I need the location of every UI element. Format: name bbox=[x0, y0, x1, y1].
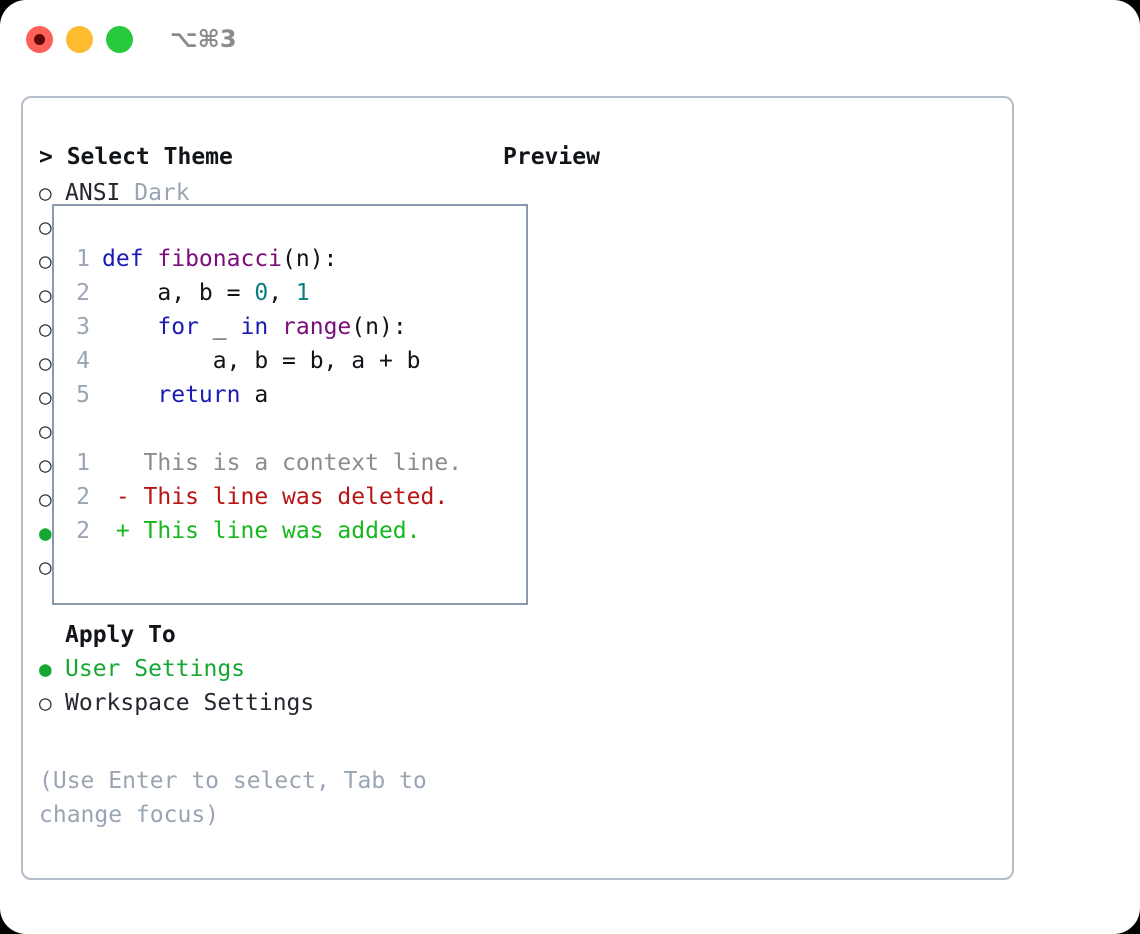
line-number: 3 bbox=[76, 314, 90, 340]
code-token: _ bbox=[198, 314, 241, 340]
theme-category-label: Dark bbox=[120, 180, 190, 206]
line-number: 1 bbox=[76, 450, 90, 476]
apply-to-item[interactable]: ○ Workspace Settings bbox=[39, 686, 499, 720]
code-token: (n): bbox=[282, 246, 338, 272]
apply-to-label: User Settings bbox=[65, 656, 246, 682]
radio-unselected-icon: ○ bbox=[39, 181, 52, 205]
radio-unselected-icon: ○ bbox=[39, 249, 52, 273]
radio-unselected-icon: ○ bbox=[39, 419, 52, 443]
code-token: - This line was deleted. bbox=[102, 484, 449, 510]
radio-unselected-icon: ○ bbox=[39, 453, 52, 477]
code-token: a, b = b, a + b bbox=[102, 348, 421, 374]
close-window-button[interactable] bbox=[26, 26, 53, 53]
code-token: return bbox=[157, 382, 241, 408]
theme-name-label: ANSI bbox=[65, 180, 121, 206]
code-token: for bbox=[157, 314, 199, 340]
code-token: 0 bbox=[254, 280, 269, 306]
code-token bbox=[102, 382, 157, 408]
code-line: 2 a, b = 0, 1 bbox=[66, 276, 462, 310]
code-token: range bbox=[282, 314, 352, 340]
diff-line: 2 + This line was added. bbox=[66, 514, 462, 548]
keyboard-shortcut-label: ⌥⌘3 bbox=[170, 25, 237, 53]
code-token: a bbox=[240, 382, 269, 408]
radio-unselected-icon: ○ bbox=[39, 351, 52, 375]
minimize-window-button[interactable] bbox=[66, 26, 93, 53]
apply-to-item[interactable]: ● User Settings bbox=[39, 652, 499, 686]
maximize-window-button[interactable] bbox=[106, 26, 133, 53]
apply-to-label: Workspace Settings bbox=[65, 690, 315, 716]
line-number: 4 bbox=[76, 348, 90, 374]
radio-unselected-icon: ○ bbox=[39, 487, 52, 511]
theme-picker-panel: > Select Theme ○ANSI Dark○Atom One Dark○… bbox=[21, 96, 1014, 880]
code-token: def bbox=[102, 246, 158, 272]
code-spacer bbox=[66, 412, 462, 446]
radio-unselected-icon: ○ bbox=[39, 317, 52, 341]
code-token: + This line was added. bbox=[102, 518, 421, 544]
code-line: 5 return a bbox=[66, 378, 462, 412]
radio-unselected-icon: ○ bbox=[39, 385, 52, 409]
select-theme-heading: > Select Theme bbox=[39, 144, 233, 170]
line-number: 1 bbox=[76, 246, 90, 272]
code-token: This is a context line. bbox=[102, 450, 463, 476]
preview-heading: Preview bbox=[503, 144, 600, 170]
keyboard-hint-text: (Use Enter to select, Tab to change focu… bbox=[39, 768, 427, 828]
radio-unselected-icon: ○ bbox=[39, 691, 52, 715]
code-token: in bbox=[240, 314, 269, 340]
code-token: a, b = bbox=[102, 280, 255, 306]
diff-line: 2 - This line was deleted. bbox=[66, 480, 462, 514]
code-token bbox=[268, 314, 282, 340]
line-number: 2 bbox=[76, 518, 90, 544]
diff-line: 1 This is a context line. bbox=[66, 446, 462, 480]
apply-to-list[interactable]: ● User Settings ○ Workspace Settings bbox=[39, 652, 499, 720]
radio-selected-icon: ● bbox=[39, 657, 52, 681]
code-token bbox=[102, 314, 157, 340]
code-token: (n): bbox=[351, 314, 407, 340]
title-bar: ⌥⌘3 bbox=[0, 0, 1140, 78]
radio-unselected-icon: ○ bbox=[39, 215, 52, 239]
radio-selected-icon: ● bbox=[39, 521, 52, 545]
radio-unselected-icon: ○ bbox=[39, 555, 52, 579]
preview-column: Preview bbox=[503, 138, 1003, 176]
code-token: , bbox=[268, 280, 296, 306]
code-token: 1 bbox=[295, 280, 310, 306]
apply-to-heading: Apply To bbox=[65, 622, 176, 648]
radio-unselected-icon: ○ bbox=[39, 283, 52, 307]
code-token: fibonacci bbox=[157, 246, 283, 272]
theme-list-item[interactable]: ○ ANSI Dark bbox=[39, 176, 499, 210]
line-number: 5 bbox=[76, 382, 90, 408]
line-number: 2 bbox=[76, 484, 90, 510]
code-line: 3 for _ in range(n): bbox=[66, 310, 462, 344]
code-line: 4 a, b = b, a + b bbox=[66, 344, 462, 378]
line-number: 2 bbox=[76, 280, 90, 306]
code-line: 1 def fibonacci(n): bbox=[66, 242, 462, 276]
